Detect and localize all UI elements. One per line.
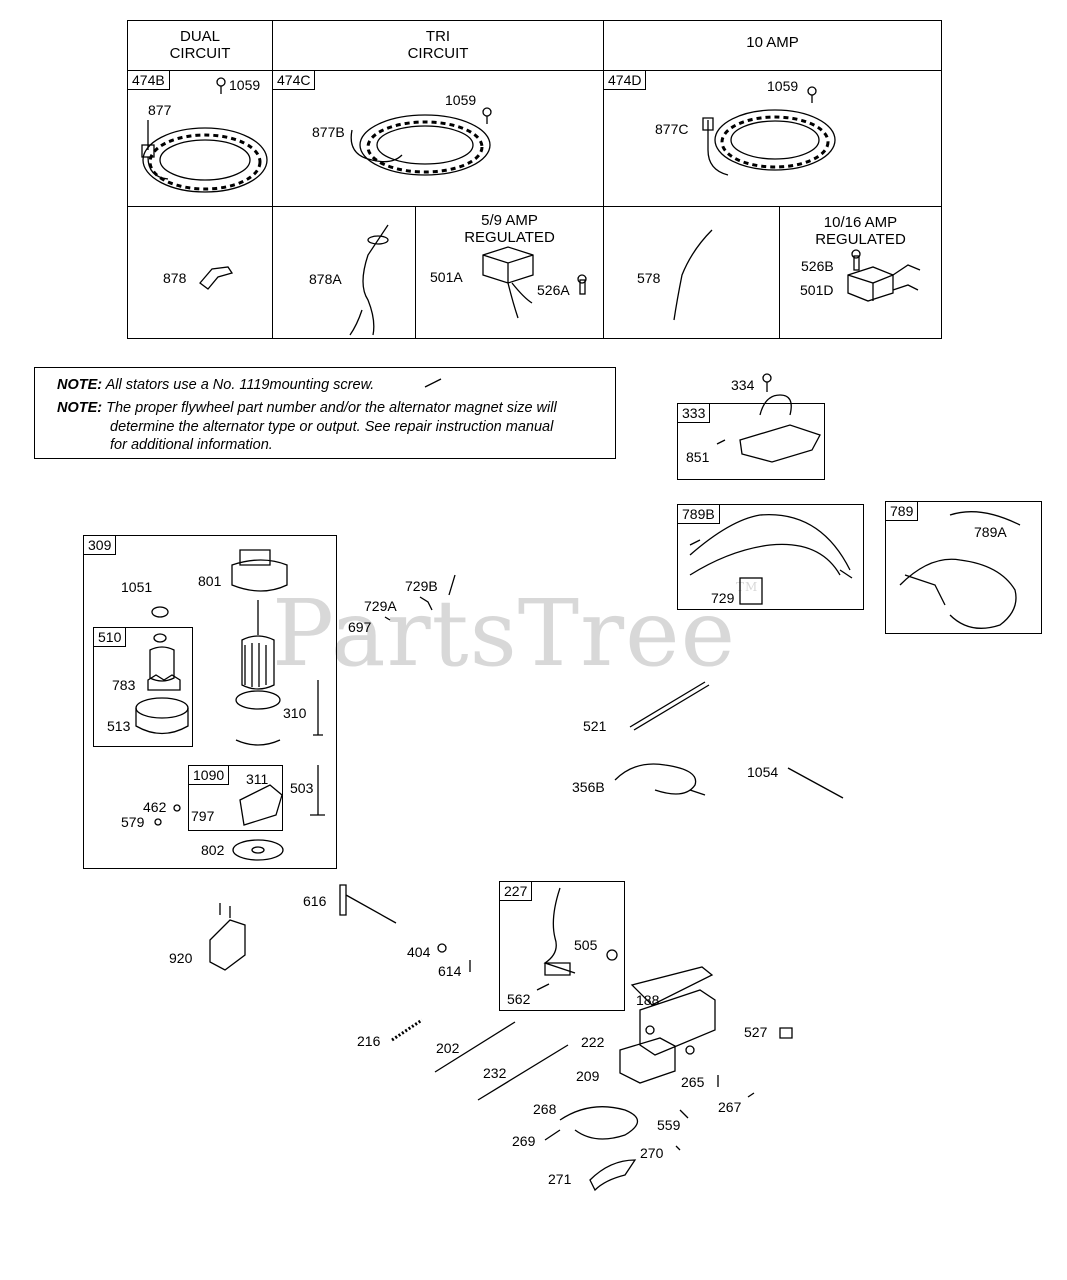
note-text-2a: The proper flywheel part number and/or t… <box>106 400 557 416</box>
label-334: 334 <box>731 377 755 393</box>
note-line-1: NOTE: All stators use a No. 1119mounting… <box>57 376 374 394</box>
label-501A: 501A <box>430 269 463 285</box>
alternator-table <box>127 20 942 339</box>
title-10-16-amp-regulated: 10/16 AMP REGULATED <box>815 214 906 248</box>
label-268: 268 <box>533 1101 557 1117</box>
label-878A: 878A <box>309 271 342 287</box>
tag-333: 333 <box>678 404 711 423</box>
tag-1090: 1090 <box>189 766 230 785</box>
label-789A: 789A <box>974 524 1007 540</box>
box-789 <box>885 501 1042 634</box>
label-265: 265 <box>681 1074 705 1090</box>
table-row-divider-2 <box>127 206 942 207</box>
label-222: 222 <box>581 1034 605 1050</box>
watermark-text: PartsTree <box>272 580 737 687</box>
label-729B: 729B <box>405 578 438 594</box>
label-505: 505 <box>574 937 598 953</box>
label-462: 462 <box>143 799 167 815</box>
label-503: 503 <box>290 780 314 796</box>
label-1059-ten: 1059 <box>767 78 799 94</box>
box-227 <box>499 881 625 1011</box>
label-521: 521 <box>583 718 607 734</box>
label-578: 578 <box>637 270 661 286</box>
table-col-divider-2 <box>603 20 604 339</box>
header-tri-circuit: TRI CIRCUIT <box>407 28 469 62</box>
title-5-9-amp-regulated: 5/9 AMP REGULATED <box>464 212 555 246</box>
label-1059-dual: 1059 <box>229 77 261 93</box>
label-877B: 877B <box>312 124 345 140</box>
label-1059-tri: 1059 <box>445 92 477 108</box>
label-526A: 526A <box>537 282 570 298</box>
tag-227: 227 <box>500 882 533 901</box>
tag-789B: 789B <box>678 505 720 524</box>
watermark-tm: TM <box>736 580 759 594</box>
note-line-3: determine the alternator type or output.… <box>110 419 554 435</box>
note-prefix-2: NOTE: <box>57 400 103 416</box>
tag-309: 309 <box>84 536 117 555</box>
label-267: 267 <box>718 1099 742 1115</box>
label-851: 851 <box>686 449 710 465</box>
label-797: 797 <box>191 808 215 824</box>
label-783: 783 <box>112 677 136 693</box>
box-309 <box>83 535 337 869</box>
label-232: 232 <box>483 1065 507 1081</box>
box-333 <box>677 403 825 480</box>
watermark: PartsTreeTM <box>272 580 758 687</box>
label-356B: 356B <box>572 779 605 795</box>
table-row-divider-1 <box>127 70 942 71</box>
stator-877B-drawing <box>350 114 491 176</box>
note-box <box>34 367 616 459</box>
note-line-2: NOTE: The proper flywheel part number an… <box>57 399 557 417</box>
label-1054: 1054 <box>747 764 779 780</box>
label-216: 216 <box>357 1033 381 1049</box>
tag-789: 789 <box>886 502 919 521</box>
note-line-4: for additional information. <box>110 437 273 453</box>
label-1051: 1051 <box>121 579 153 595</box>
label-729A: 729A <box>364 598 397 614</box>
stator-877-drawing <box>141 120 268 193</box>
tag-510: 510 <box>94 628 127 647</box>
label-801: 801 <box>198 573 222 589</box>
label-527: 527 <box>744 1024 768 1040</box>
label-513: 513 <box>107 718 131 734</box>
label-188: 188 <box>636 992 660 1008</box>
label-209: 209 <box>576 1068 600 1084</box>
label-877C: 877C <box>655 121 689 137</box>
note-text-1: All stators use a No. 1119mounting screw… <box>105 377 375 393</box>
table-col-divider-1 <box>272 20 273 339</box>
header-dual-circuit: DUAL CIRCUIT <box>169 28 231 62</box>
label-501D: 501D <box>800 282 834 298</box>
tag-474C: 474C <box>273 71 316 90</box>
label-559: 559 <box>657 1117 681 1133</box>
label-579: 579 <box>121 814 145 830</box>
label-311: 311 <box>246 771 269 787</box>
label-616: 616 <box>303 893 327 909</box>
label-271: 271 <box>548 1171 572 1187</box>
label-802: 802 <box>201 842 225 858</box>
label-526B: 526B <box>801 258 834 274</box>
note-prefix-1: NOTE: <box>57 377 103 393</box>
label-697: 697 <box>348 619 372 635</box>
label-878: 878 <box>163 270 187 286</box>
box-789B <box>677 504 864 610</box>
label-614: 614 <box>438 963 462 979</box>
label-269: 269 <box>512 1133 536 1149</box>
box-1090 <box>188 765 283 831</box>
stator-877C-drawing <box>702 109 836 176</box>
tag-474B: 474B <box>128 71 170 90</box>
table-col-divider-3 <box>415 206 416 339</box>
label-920: 920 <box>169 950 193 966</box>
label-562: 562 <box>507 991 531 1007</box>
label-404: 404 <box>407 944 431 960</box>
label-310: 310 <box>283 705 307 721</box>
label-877: 877 <box>148 102 172 118</box>
label-202: 202 <box>436 1040 460 1056</box>
table-col-divider-4 <box>779 206 780 339</box>
header-10-amp: 10 AMP <box>746 34 799 51</box>
tag-474D: 474D <box>604 71 647 90</box>
box-510 <box>93 627 193 747</box>
label-729: 729 <box>711 590 735 606</box>
label-270: 270 <box>640 1145 664 1161</box>
